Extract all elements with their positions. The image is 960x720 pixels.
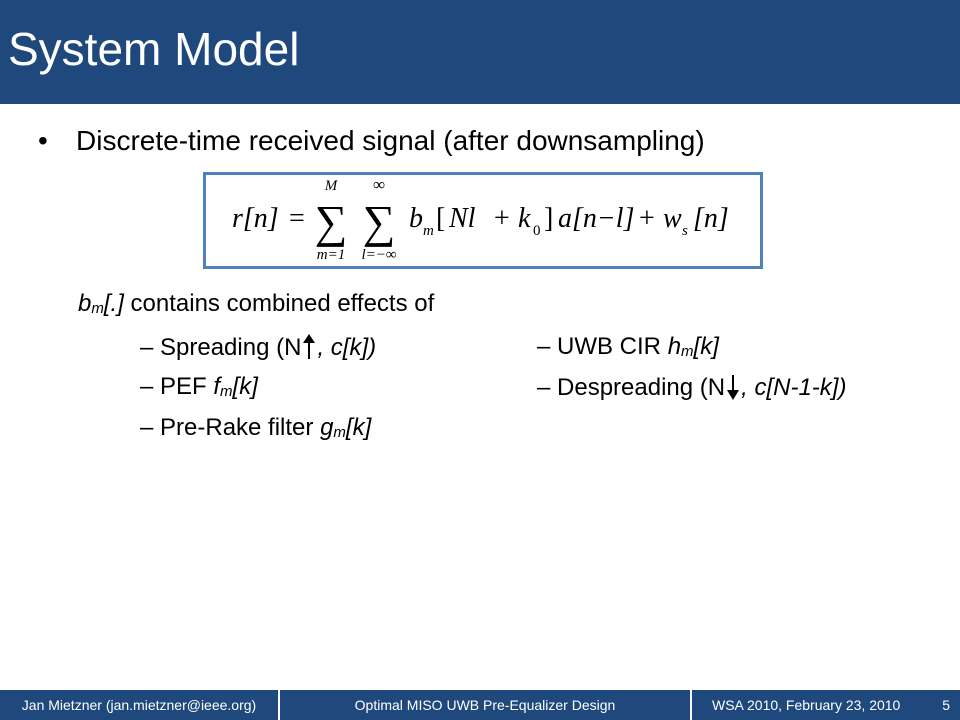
prerake-prefix: – Pre-Rake filter <box>140 414 321 441</box>
slide-title: System Model <box>8 23 300 75</box>
pef-f: f <box>213 373 221 400</box>
term-plus2: + <box>639 203 655 234</box>
title-bar: System Model <box>0 0 960 104</box>
pef-sub: m <box>220 383 233 400</box>
item-spreading: – Spreading (N , c[k]) <box>140 333 376 362</box>
term-k-sub: 0 <box>533 223 541 239</box>
term-k: k <box>518 203 531 234</box>
formula-equals: = <box>289 203 305 234</box>
item-despreading: – Despreading (N , c[N-1-k]) <box>537 373 846 402</box>
pef-prefix: – PEF <box>140 373 214 400</box>
sum1-lower: m=1 <box>317 247 345 263</box>
term-wn: [n] <box>693 203 729 234</box>
sum2-sigma-icon: ∑ <box>363 196 396 247</box>
intro-arg: [.] <box>103 290 124 317</box>
intro-line: bm[.] contains combined effects of <box>78 290 434 318</box>
bullet-text: Discrete-time received signal (after dow… <box>76 125 705 156</box>
term-plus1: + <box>494 203 510 234</box>
item-uwb: – UWB CIR hm[k] <box>537 333 719 361</box>
spreading-prefix: – Spreading (N <box>140 334 302 361</box>
term-bracket-close: ] <box>544 203 553 234</box>
footer-right: WSA 2010, February 23, 2010 5 <box>692 690 960 720</box>
item-prerake: – Pre-Rake filter gm[k] <box>140 414 371 442</box>
up-arrow-icon <box>303 334 316 359</box>
spreading-suffix: , c[k]) <box>317 334 377 361</box>
sum1-sigma-icon: ∑ <box>315 196 348 247</box>
term-bracket-open: [ <box>436 203 445 234</box>
term-nl: Nl <box>448 203 476 234</box>
prerake-arg: [k] <box>345 414 372 441</box>
uwb-arg: [k] <box>693 333 719 360</box>
bullet-dot-icon: • <box>38 125 48 156</box>
term-w: w <box>663 203 682 234</box>
term-b: b <box>409 203 423 234</box>
down-arrow-icon <box>727 375 740 400</box>
item-pef: – PEF fm[k] <box>140 373 258 401</box>
formula: r[n] = M ∑ m=1 ∞ ∑ l=−∞ b m [ Nl + k 0 ]… <box>232 175 729 263</box>
term-n-minus-l: [n−l] <box>572 203 634 234</box>
footer-conference: WSA 2010, February 23, 2010 <box>712 697 901 713</box>
prerake-sub: m <box>333 424 346 441</box>
intro-b: b <box>78 290 92 317</box>
term-b-sub: m <box>423 223 434 239</box>
formula-box: r[n] = M ∑ m=1 ∞ ∑ l=−∞ b m [ Nl + k 0 ]… <box>203 172 763 269</box>
intro-text: contains combined effects of <box>123 290 435 317</box>
uwb-sub: m <box>681 343 694 360</box>
pef-arg: [k] <box>232 373 258 400</box>
footer-author: Jan Mietzner (jan.mietzner@ieee.org) <box>0 690 278 720</box>
despreading-prefix: – Despreading (N <box>537 374 726 401</box>
prerake-g: g <box>320 414 334 441</box>
sum2-lower: l=−∞ <box>361 247 396 263</box>
sum2-upper: ∞ <box>373 175 385 194</box>
footer-talk-title: Optimal MISO UWB Pre-Equalizer Design <box>280 690 690 720</box>
uwb-h: h <box>667 333 682 360</box>
term-a: a <box>558 203 572 234</box>
page-number: 5 <box>942 697 950 713</box>
term-w-sub: s <box>682 223 688 239</box>
despreading-suffix: , c[N-1-k]) <box>741 374 847 401</box>
intro-sub: m <box>91 300 104 317</box>
formula-lhs: r[n] <box>232 203 279 234</box>
sum1-upper: M <box>324 178 339 194</box>
bullet-item: • Discrete-time received signal (after do… <box>38 125 705 157</box>
uwb-prefix: – UWB CIR <box>537 333 668 360</box>
